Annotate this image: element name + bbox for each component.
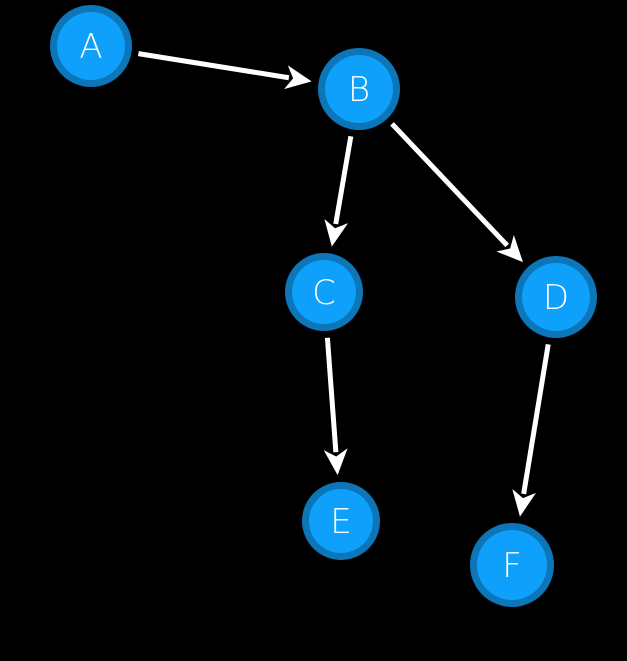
node-c[interactable]: C	[285, 253, 363, 331]
edge-arrowhead	[496, 235, 523, 263]
node-b[interactable]: B	[318, 48, 400, 130]
node-label: F	[502, 546, 522, 586]
node-label: A	[79, 27, 102, 67]
node-core	[477, 530, 547, 600]
edge-arrowhead	[324, 219, 349, 247]
edge-b-c[interactable]	[324, 135, 354, 247]
node-f[interactable]: F	[470, 523, 554, 607]
node-label: B	[348, 70, 370, 110]
nodes-layer: A B C D E F	[50, 5, 597, 607]
edge-arrowhead	[284, 65, 312, 90]
node-core	[522, 263, 590, 331]
edge-d-f[interactable]	[512, 343, 551, 517]
node-core	[325, 55, 393, 123]
edge-shaft	[324, 337, 339, 453]
edge-arrowhead	[323, 448, 348, 476]
node-label: C	[312, 273, 336, 313]
node-a[interactable]: A	[50, 5, 132, 87]
node-core	[309, 489, 373, 553]
edge-shaft	[333, 135, 354, 225]
node-e[interactable]: E	[302, 482, 380, 560]
node-d[interactable]: D	[515, 256, 597, 338]
node-core	[292, 260, 356, 324]
edge-shaft	[390, 122, 509, 248]
edge-a-b[interactable]	[137, 51, 312, 90]
edge-b-d[interactable]	[390, 122, 523, 263]
edge-shaft	[137, 51, 290, 81]
node-label: E	[330, 502, 351, 542]
edge-c-e[interactable]	[323, 337, 348, 476]
node-core	[57, 12, 125, 80]
edge-shaft	[521, 343, 551, 495]
node-label: D	[543, 278, 569, 318]
edge-arrowhead	[512, 489, 536, 517]
edges-layer	[137, 51, 551, 517]
